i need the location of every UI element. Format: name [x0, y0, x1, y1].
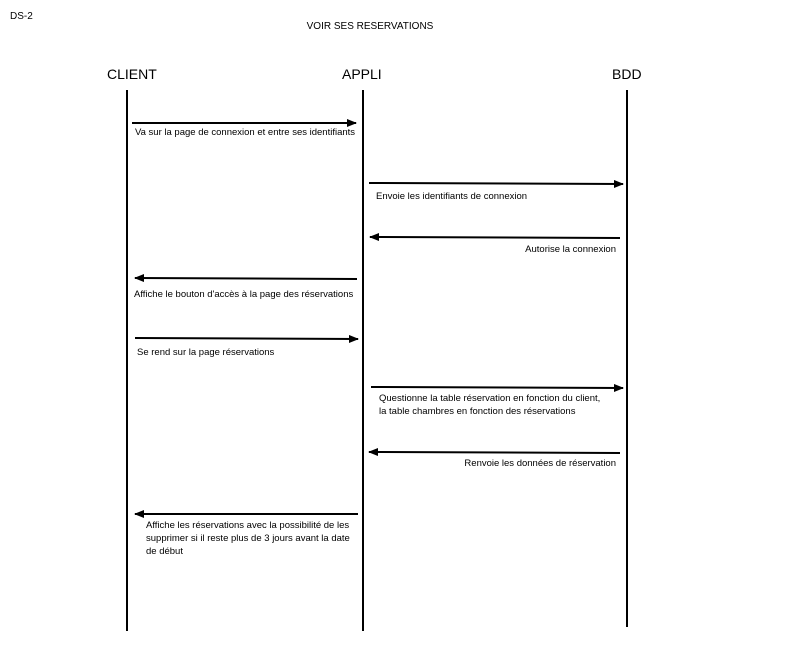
message-arrow-3 — [369, 233, 621, 242]
actor-appli: APPLI — [342, 66, 382, 82]
message-arrow-7 — [368, 448, 621, 457]
message-label-6: Questionne la table réservation en fonct… — [379, 393, 601, 417]
lifeline-appli — [362, 90, 364, 631]
message-arrow-6 — [370, 383, 624, 392]
message-label-5: Se rend sur la page réservations — [137, 347, 275, 358]
lifeline-client — [126, 90, 128, 631]
message-label-1: Va sur la page de connexion et entre ses… — [135, 127, 356, 138]
message-label-7: Renvoie les données de réservation — [464, 458, 616, 469]
message-label-3: Autorise la connexion — [525, 244, 616, 255]
message-arrow-5 — [134, 334, 359, 343]
actor-bdd: BDD — [612, 66, 642, 82]
lifeline-bdd — [626, 90, 628, 627]
diagram-code: DS-2 — [10, 11, 33, 22]
message-label-2: Envoie les identifiants de connexion — [376, 191, 528, 202]
actor-client: CLIENT — [107, 66, 157, 82]
message-arrow-2 — [368, 179, 624, 188]
message-label-4: Affiche le bouton d'accès à la page des … — [134, 289, 354, 300]
message-label-8: Affiche les réservations avec la possibi… — [146, 520, 350, 557]
message-arrow-4 — [134, 274, 358, 283]
diagram-title: VOIR SES RESERVATIONS — [306, 21, 434, 32]
